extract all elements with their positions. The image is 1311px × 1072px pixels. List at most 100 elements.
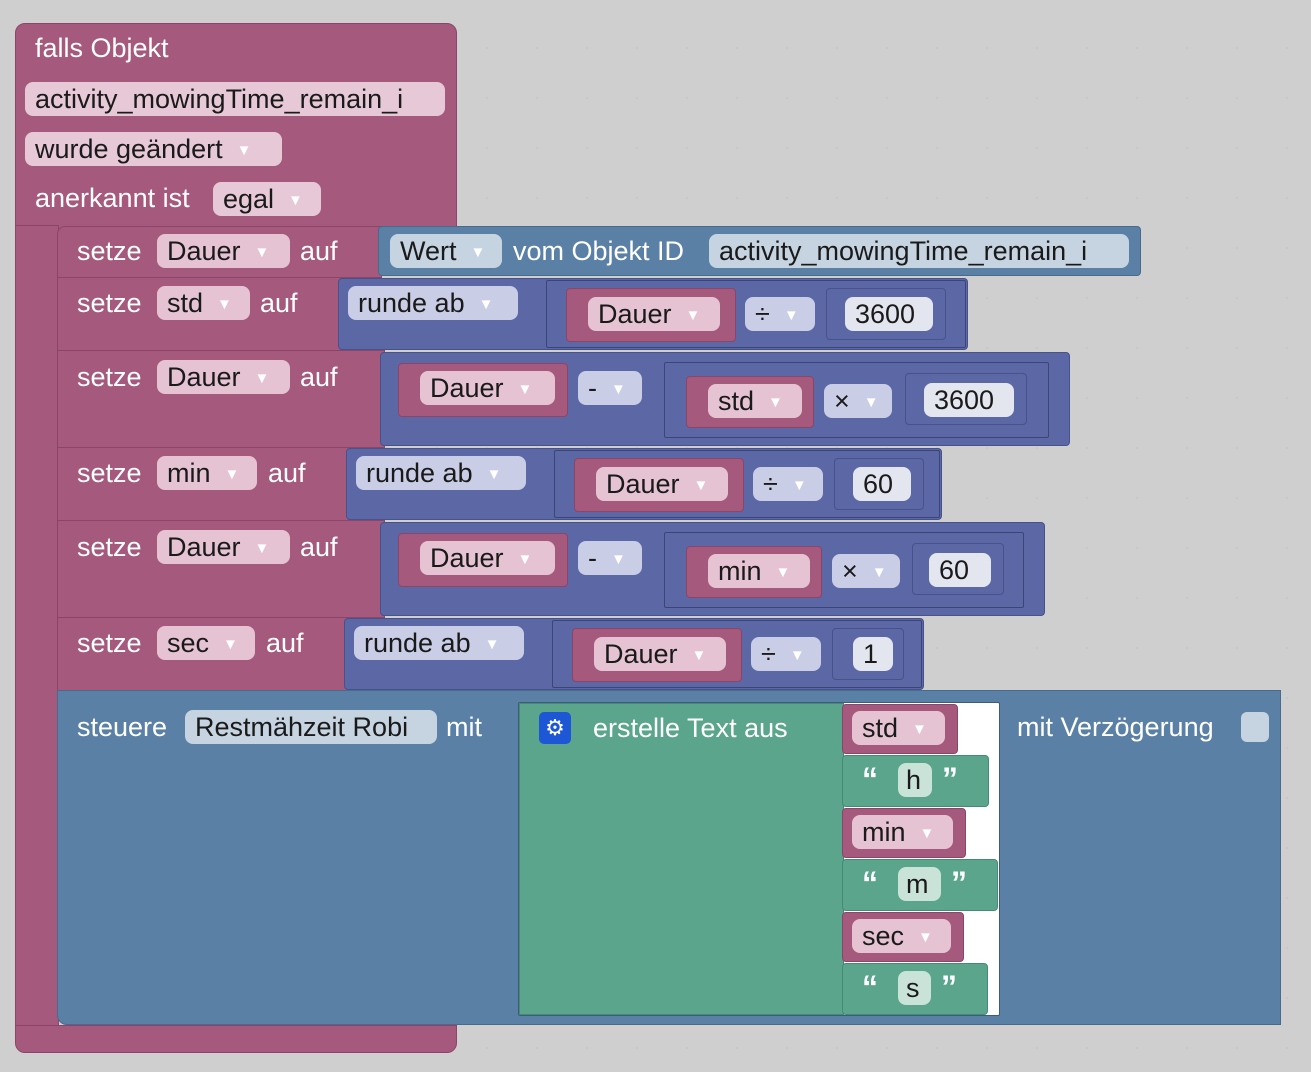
event-block-footer [15, 1025, 457, 1053]
chevron-down-icon: ▼ [918, 929, 933, 946]
chevron-down-icon: ▼ [611, 381, 626, 398]
object-id-field[interactable]: activity_mowingTime_remain_i [709, 234, 1129, 268]
chevron-down-icon: ▼ [783, 307, 799, 324]
multiplicand-variable-dropdown[interactable]: std▼ [708, 384, 802, 418]
variable-dropdown[interactable]: Dauer▼ [157, 530, 290, 564]
chevron-down-icon: ▼ [912, 721, 927, 738]
set-keyword: setze [77, 362, 142, 392]
chevron-down-icon: ▼ [236, 142, 252, 159]
set-keyword: setze [77, 458, 142, 488]
object-id-field[interactable]: activity_mowingTime_remain_i [25, 82, 445, 116]
operand-variable-dropdown[interactable]: Dauer▼ [594, 637, 726, 671]
to-keyword: auf [266, 628, 304, 658]
operator-dropdown[interactable]: ÷▼ [745, 297, 815, 331]
value-attribute-dropdown[interactable]: Wert▼ [390, 234, 502, 268]
chevron-down-icon: ▼ [254, 244, 270, 261]
operator-dropdown[interactable]: ÷▼ [753, 467, 823, 501]
chevron-down-icon: ▼ [693, 477, 709, 494]
text-literal-field[interactable]: m [898, 867, 941, 901]
of-object-label: vom Objekt ID [513, 236, 685, 266]
create-text-label: erstelle Text aus [593, 713, 788, 743]
create-text-block[interactable] [519, 703, 844, 1015]
to-keyword: auf [300, 532, 338, 562]
chevron-down-icon: ▼ [863, 394, 879, 411]
operator-dropdown[interactable]: ×▼ [824, 384, 892, 418]
join-item-text[interactable] [842, 859, 998, 911]
chevron-down-icon: ▼ [611, 551, 626, 568]
variable-dropdown[interactable]: min▼ [157, 456, 257, 490]
with-delay-label: mit Verzögerung [1017, 712, 1214, 742]
chevron-down-icon: ▼ [486, 466, 502, 483]
text-literal-field[interactable]: h [898, 763, 932, 797]
chevron-down-icon: ▼ [217, 296, 232, 313]
chevron-down-icon: ▼ [775, 564, 791, 581]
number-field[interactable]: 60 [929, 553, 991, 587]
chevron-down-icon: ▼ [254, 370, 270, 387]
open-quote-icon: “ [862, 761, 878, 797]
round-mode-dropdown[interactable]: runde ab▼ [354, 626, 524, 660]
chevron-down-icon: ▼ [791, 477, 807, 494]
to-keyword: auf [268, 458, 306, 488]
open-quote-icon: “ [862, 969, 878, 1005]
close-quote-icon: ” [951, 865, 967, 901]
to-keyword: auf [300, 362, 338, 392]
target-object-field[interactable]: Restmähzeit Robi [185, 710, 437, 744]
set-keyword: setze [77, 628, 142, 658]
chevron-down-icon: ▼ [919, 825, 935, 842]
to-keyword: auf [260, 288, 298, 318]
chevron-down-icon: ▼ [288, 192, 303, 209]
chevron-down-icon: ▼ [484, 636, 500, 653]
ack-label: anerkannt ist [35, 183, 190, 213]
number-field[interactable]: 60 [853, 467, 911, 501]
variable-dropdown[interactable]: Dauer▼ [157, 234, 290, 268]
gear-icon[interactable]: ⚙ [539, 712, 571, 744]
variable-dropdown[interactable]: std▼ [157, 286, 250, 320]
chevron-down-icon: ▼ [517, 381, 533, 398]
trigger-dropdown[interactable]: wurde geändert▼ [25, 132, 282, 166]
delay-checkbox[interactable] [1241, 712, 1269, 742]
chevron-down-icon: ▼ [768, 394, 783, 411]
set-keyword: setze [77, 236, 142, 266]
chevron-down-icon: ▼ [224, 466, 240, 483]
multiplicand-variable-dropdown[interactable]: min▼ [708, 554, 810, 588]
number-field[interactable]: 1 [853, 637, 893, 671]
chevron-down-icon: ▼ [223, 636, 238, 653]
set-keyword: setze [77, 532, 142, 562]
operator-dropdown[interactable]: ÷▼ [751, 637, 821, 671]
operand-variable-dropdown[interactable]: Dauer▼ [588, 297, 720, 331]
number-field[interactable]: 3600 [845, 297, 933, 331]
chevron-down-icon: ▼ [478, 296, 494, 313]
set-keyword: setze [77, 288, 142, 318]
open-quote-icon: “ [862, 865, 878, 901]
close-quote-icon: ” [941, 969, 957, 1005]
text-literal-field[interactable]: s [898, 971, 931, 1005]
join-variable-dropdown[interactable]: min▼ [852, 815, 953, 849]
number-field[interactable]: 3600 [924, 383, 1014, 417]
chevron-down-icon: ▼ [685, 307, 701, 324]
control-keyword: steuere [77, 712, 168, 742]
operand-variable-dropdown[interactable]: Dauer▼ [420, 541, 555, 575]
close-quote-icon: ” [942, 761, 958, 797]
with-keyword: mit [446, 712, 482, 742]
chevron-down-icon: ▼ [871, 564, 887, 581]
chevron-down-icon: ▼ [789, 647, 805, 664]
event-block-spine [15, 225, 59, 1030]
round-mode-dropdown[interactable]: runde ab▼ [356, 456, 526, 490]
join-variable-dropdown[interactable]: std▼ [852, 711, 945, 745]
ack-dropdown[interactable]: egal▼ [213, 182, 321, 216]
operator-dropdown[interactable]: -▼ [578, 541, 642, 575]
variable-dropdown[interactable]: Dauer▼ [157, 360, 290, 394]
to-keyword: auf [300, 236, 338, 266]
chevron-down-icon: ▼ [254, 540, 270, 557]
chevron-down-icon: ▼ [691, 647, 707, 664]
chevron-down-icon: ▼ [517, 551, 533, 568]
event-title: falls Objekt [35, 33, 169, 63]
variable-dropdown[interactable]: sec▼ [157, 626, 255, 660]
operator-dropdown[interactable]: -▼ [578, 371, 642, 405]
chevron-down-icon: ▼ [470, 244, 486, 261]
operator-dropdown[interactable]: ×▼ [832, 554, 900, 588]
operand-variable-dropdown[interactable]: Dauer▼ [420, 371, 555, 405]
join-variable-dropdown[interactable]: sec▼ [852, 919, 951, 953]
round-mode-dropdown[interactable]: runde ab▼ [348, 286, 518, 320]
operand-variable-dropdown[interactable]: Dauer▼ [596, 467, 728, 501]
